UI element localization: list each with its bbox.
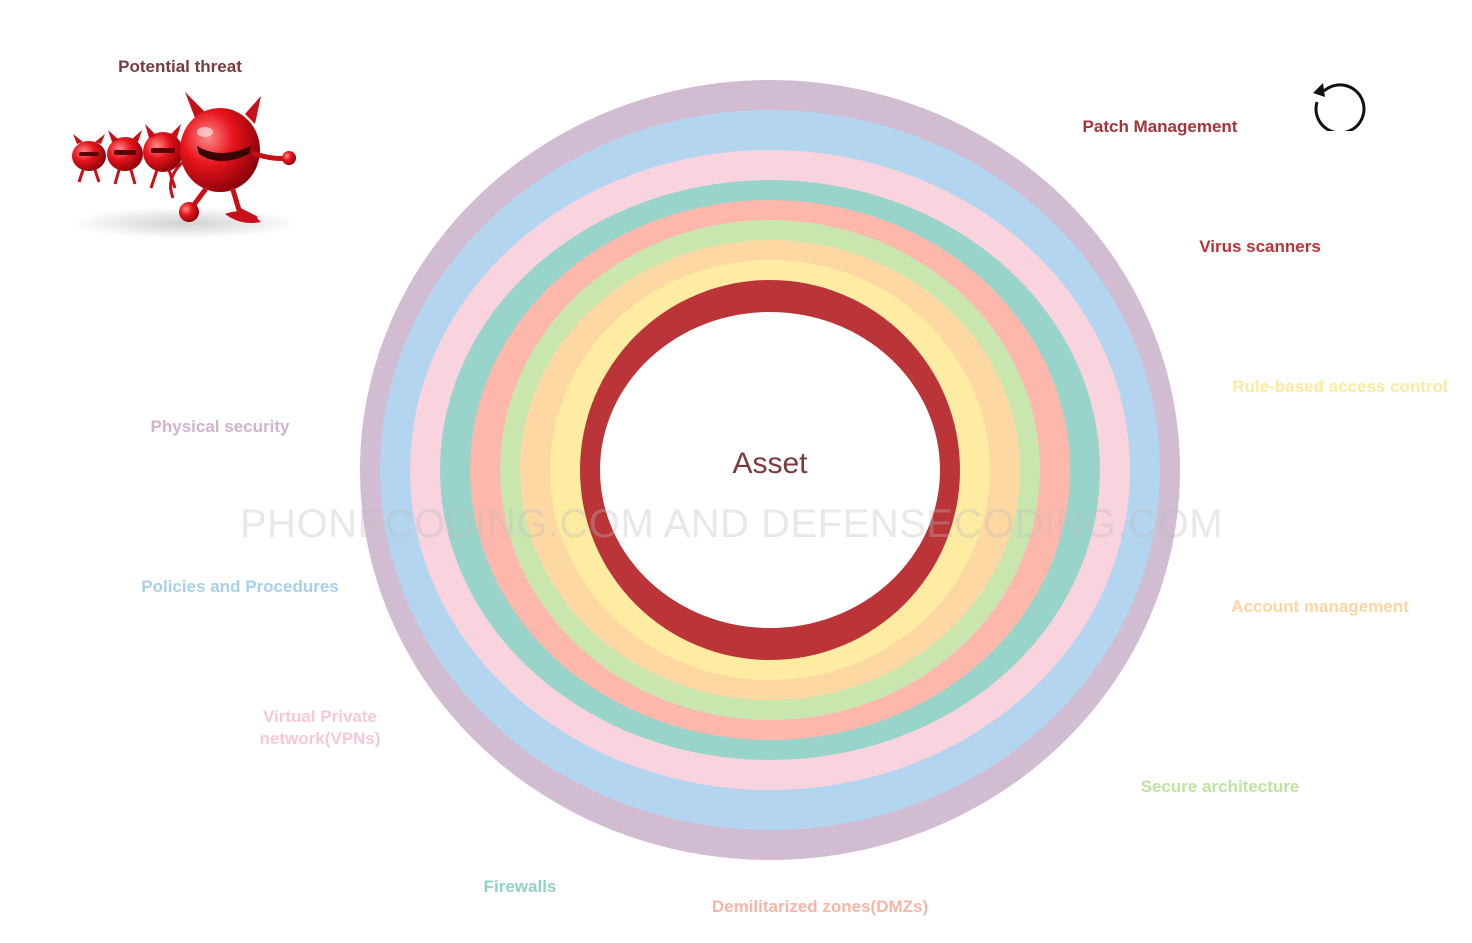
threat-label: Potential threat (118, 57, 242, 76)
layer-label-account-management: Account management (1231, 597, 1409, 616)
small-devil-icon (107, 130, 143, 185)
layer-label-firewalls: Firewalls (483, 877, 557, 896)
reload-icon[interactable] (1309, 71, 1369, 131)
ring-patch-management (600, 312, 940, 628)
small-devil-icon (143, 124, 183, 189)
layer-label-policies-and-procedures: Policies and Procedures (141, 577, 339, 596)
layer-label-vpns: Virtual Private network(VPNs) (259, 707, 381, 748)
layer-label-secure-architecture: Secure architecture (1140, 777, 1300, 796)
small-devil-icon (72, 134, 106, 183)
layer-label-dmzs: Demilitarized zones(DMZs) (711, 897, 929, 916)
layer-label-rule-based-access-control: Rule-based access control (1232, 377, 1448, 396)
layer-label-patch-management: Patch Management (1082, 117, 1238, 136)
big-devil-icon (169, 92, 296, 223)
devil-threat-icon (70, 92, 300, 239)
layer-label-virus-scanners: Virus scanners (1199, 237, 1321, 256)
center-label-asset: Asset (732, 447, 808, 480)
layer-label-physical-security: Physical security (150, 417, 290, 436)
